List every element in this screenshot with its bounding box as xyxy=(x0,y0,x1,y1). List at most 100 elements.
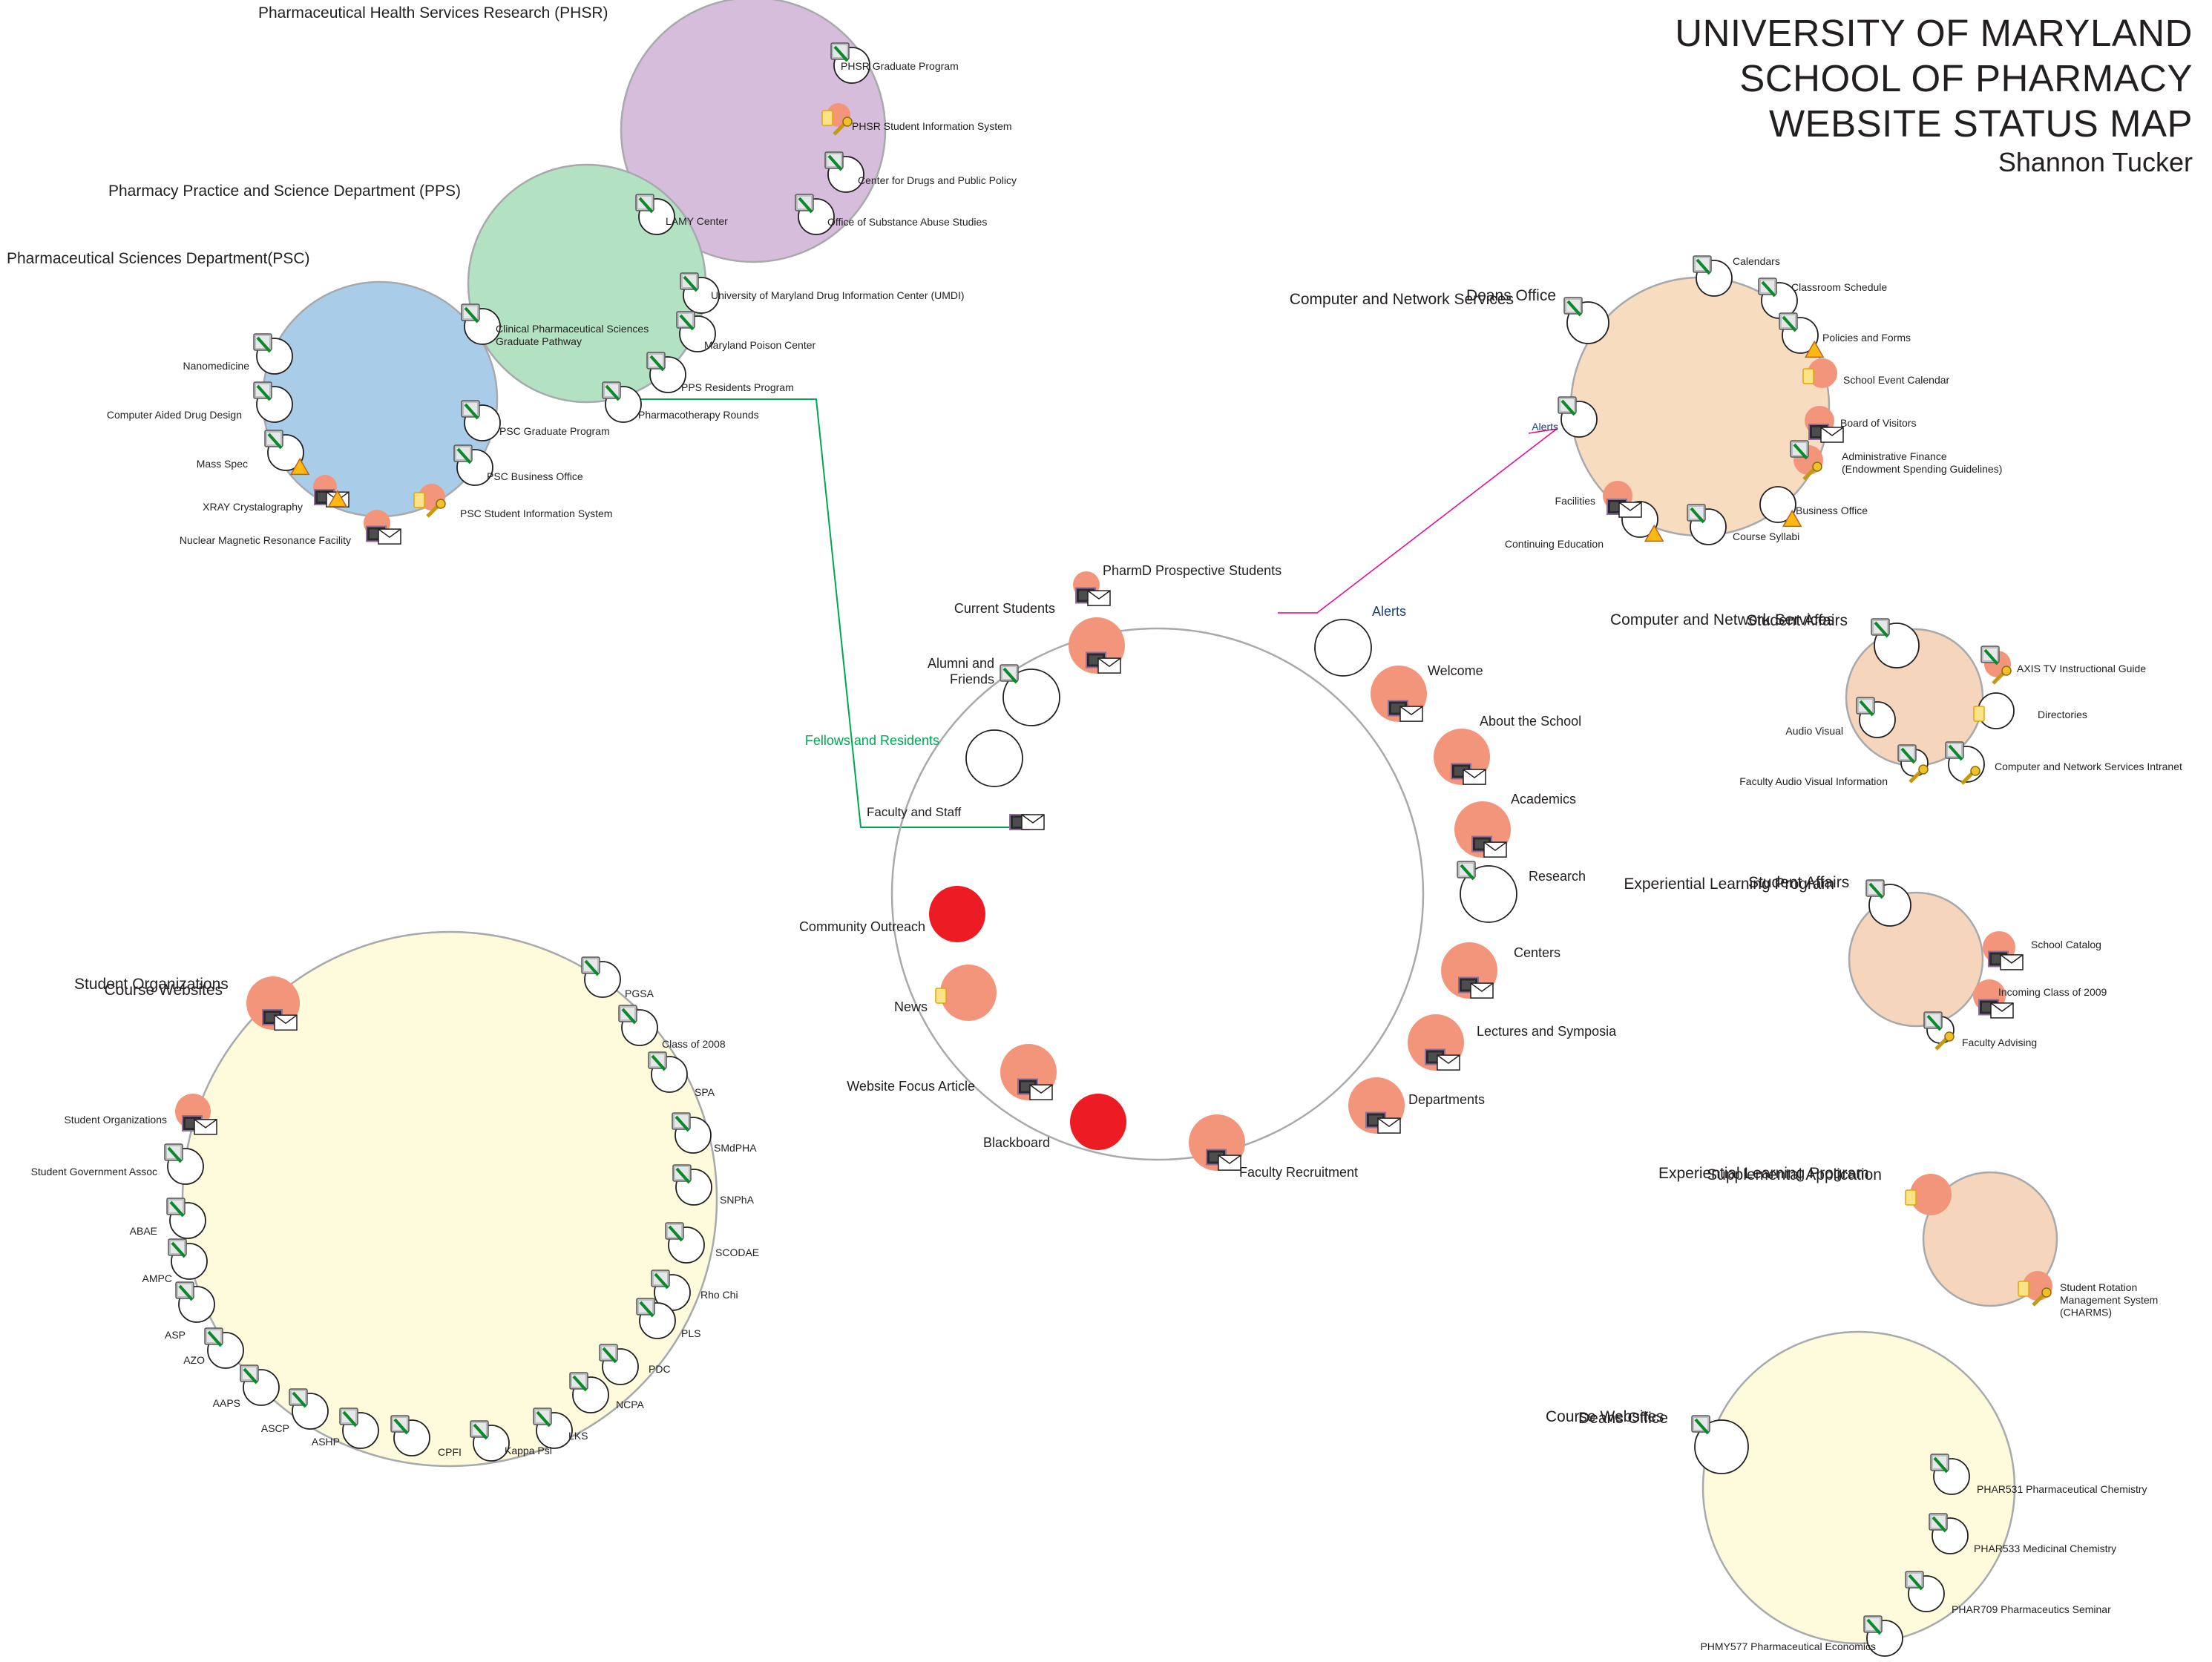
site-node-class-of-2008-43[interactable]: Class of 2008 xyxy=(618,1005,726,1050)
site-node-community-outreach-75[interactable]: Community Outreach xyxy=(799,886,985,942)
site-node-pls-49[interactable]: PLS xyxy=(636,1298,700,1339)
pencil-icon xyxy=(581,956,600,976)
node-label: Research xyxy=(1529,869,1586,884)
site-node-school-catalog-34[interactable]: School Catalog xyxy=(1983,931,2101,970)
site-node-spa-44[interactable]: SPA xyxy=(648,1051,715,1098)
site-node-website-focus-article-77[interactable]: Website Focus Article xyxy=(847,1044,1057,1100)
site-node-policies-and-forms-20[interactable]: Policies and Forms xyxy=(1779,312,1911,358)
site-node-abae-61[interactable]: ABAE xyxy=(130,1198,206,1239)
site-node-snpha-46[interactable]: SNPhA xyxy=(672,1164,755,1206)
connector-layer xyxy=(640,398,1558,828)
site-node-phsr-student-information-system-1[interactable]: PHSR Student Information System xyxy=(821,103,1012,136)
site-node-facilities-27[interactable]: Facilities xyxy=(1555,481,1642,518)
site-node-azo-58[interactable]: AZO xyxy=(183,1327,244,1369)
site-node-school-event-calendar-21[interactable]: School Event Calendar xyxy=(1802,358,1950,388)
site-node-calendars-18[interactable]: Calendars xyxy=(1693,255,1780,297)
site-node-faculty-advising-36[interactable]: Faculty Advising xyxy=(1923,1011,2037,1051)
pencil-icon xyxy=(636,1298,655,1318)
site-node-pgsa-42[interactable]: PGSA xyxy=(581,956,654,999)
site-node-ascp-56[interactable]: ASCP xyxy=(261,1388,329,1434)
site-node-lks-52[interactable]: LKS xyxy=(533,1408,588,1449)
title-line-school: SCHOOL OF PHARMACY xyxy=(1739,57,2193,99)
site-node-phar533-medicinal-chemistry-39[interactable]: PHAR533 Medicinal Chemistry xyxy=(1929,1513,2116,1554)
site-node-computer-and-network-services-66[interactable]: Computer and Network Services xyxy=(1290,291,1609,344)
site-node-computer-and-network-services-intranet-31[interactable]: Computer and Network Services Intranet xyxy=(1945,741,2182,785)
site-node-phmy577-pharmaceutical-economics-41[interactable]: PHMY577 Pharmaceutical Economics xyxy=(1700,1615,1903,1657)
site-node-ampc-60[interactable]: AMPC xyxy=(142,1238,208,1284)
pencil-icon xyxy=(1457,861,1476,881)
site-node-supplemental-application-69[interactable]: Supplemental Application xyxy=(1707,1166,1952,1215)
site-node-psc-student-information-system-17[interactable]: PSC Student Information System xyxy=(413,484,612,519)
site-node-ncpa-51[interactable]: NCPA xyxy=(569,1372,645,1413)
site-node-student-government-assoc-62[interactable]: Student Government Assoc xyxy=(31,1143,204,1185)
site-node-cpfi-54[interactable]: CPFI xyxy=(390,1415,462,1458)
site-node-departments-80[interactable]: Departments xyxy=(1348,1077,1485,1134)
site-node-course-syllabi-25[interactable]: Course Syllabi xyxy=(1687,504,1799,545)
site-node-alerts-28[interactable]: Alerts xyxy=(1532,396,1598,438)
site-node-rho-chi-48[interactable]: Rho Chi xyxy=(651,1270,738,1311)
site-node-phsr-graduate-program-0[interactable]: PHSR Graduate Program xyxy=(830,42,959,84)
site-node-ashp-55[interactable]: ASHP xyxy=(312,1408,379,1449)
site-node-phar709-pharmaceutics-seminar-40[interactable]: PHAR709 Pharmaceutics Seminar xyxy=(1905,1571,2111,1615)
site-node-student-organizations-63[interactable]: Student Organizations xyxy=(64,1094,217,1135)
site-node-psc-business-office-16[interactable]: PSC Business Office xyxy=(453,444,583,486)
site-node-maryland-poison-center-7[interactable]: Maryland Poison Center xyxy=(676,311,816,352)
pencil-icon xyxy=(470,1420,489,1440)
site-node-asp-59[interactable]: ASP xyxy=(165,1281,215,1341)
site-node-faculty-audio-visual-information-32[interactable]: Faculty Audio Visual Information xyxy=(1739,744,1929,787)
node-label: Policies and Forms xyxy=(1822,332,1911,344)
site-node-university-of-maryland-drug-information-center-umdi-5[interactable]: University of Maryland Drug Information … xyxy=(680,272,965,314)
site-node-administrative-finance-endowment-spending-guidelines-23[interactable]: Administrative Finance(Endowment Spendin… xyxy=(1790,440,2002,481)
site-node-fellows-and-residents-73[interactable]: Fellows and Residents xyxy=(805,729,1023,787)
node-label: Website Focus Article xyxy=(847,1079,975,1094)
site-node-computer-aided-drug-design-11[interactable]: Computer Aided Drug Design xyxy=(107,381,293,423)
site-node-course-websites-64[interactable]: Course Websites xyxy=(104,976,300,1031)
site-node-centers-82[interactable]: Centers xyxy=(1441,942,1560,999)
site-node-smdpha-45[interactable]: SMdPHA xyxy=(672,1112,757,1154)
site-node-scodae-47[interactable]: SCODAE xyxy=(665,1222,759,1264)
site-node-xray-crystalography-13[interactable]: XRAY Crystalography xyxy=(203,475,349,513)
site-node-faculty-recruitment-79[interactable]: Faculty Recruitment xyxy=(1189,1114,1358,1180)
site-node-current-students-71[interactable]: Current Students xyxy=(954,601,1125,674)
site-node-lamy-center-4[interactable]: LAMY Center xyxy=(635,194,728,235)
site-node-faculty-and-staff-74[interactable]: Faculty and Staff xyxy=(867,805,1045,830)
pencil-icon xyxy=(164,1143,183,1163)
site-node-experiential-learning-program-68[interactable]: Experiential Learning Program xyxy=(1624,876,1911,927)
site-node-about-the-school-85[interactable]: About the School xyxy=(1434,714,1581,785)
site-node-psc-graduate-program-15[interactable]: PSC Graduate Program xyxy=(461,400,610,441)
site-node-student-affairs-67[interactable]: Student Affairs xyxy=(1747,612,1920,669)
site-node-classroom-schedule-19[interactable]: Classroom Schedule xyxy=(1758,277,1887,319)
site-node-nuclear-magnetic-resonance-facility-14[interactable]: Nuclear Magnetic Resonance Facility xyxy=(180,510,401,546)
site-node-research-83[interactable]: Research xyxy=(1457,861,1586,923)
site-node-alerts-87[interactable]: Alerts xyxy=(1314,604,1406,677)
site-node-phar531-pharmaceutical-chemistry-38[interactable]: PHAR531 Pharmaceutical Chemistry xyxy=(1930,1454,2147,1495)
site-node-academics-84[interactable]: Academics xyxy=(1454,792,1576,858)
site-node-blackboard-78[interactable]: Blackboard xyxy=(983,1094,1126,1150)
site-node-pdc-50[interactable]: PDC xyxy=(599,1344,671,1385)
site-node-pps-residents-program-8[interactable]: PPS Residents Program xyxy=(646,352,794,393)
site-node-audio-visual-33[interactable]: Audio Visual xyxy=(1785,697,1896,738)
site-node-pharmacotherapy-rounds-9[interactable]: Pharmacotherapy Rounds xyxy=(602,381,759,423)
site-node-center-for-drugs-and-public-policy-2[interactable]: Center for Drugs and Public Policy xyxy=(824,151,1017,193)
site-node-pharmd-prospective-students-70[interactable]: PharmD Prospective Students xyxy=(1073,563,1281,606)
site-node-nanomedicine-10[interactable]: Nanomedicine xyxy=(183,333,293,375)
site-node-office-of-substance-abuse-studies-3[interactable]: Office of Substance Abuse Studies xyxy=(795,194,987,235)
site-node-incoming-class-of-2009-35[interactable]: Incoming Class of 2009 xyxy=(1973,979,2107,1019)
site-node-business-office-24[interactable]: Business Office xyxy=(1759,486,1868,528)
site-node-welcome-86[interactable]: Welcome xyxy=(1371,663,1483,722)
site-node-news-76[interactable]: News xyxy=(894,965,997,1021)
site-node-directories-30[interactable]: Directories xyxy=(1973,692,2087,729)
site-node-axis-tv-instructional-guide-29[interactable]: AXIS TV Instructional Guide xyxy=(1980,646,2146,685)
pencil-icon xyxy=(648,1051,667,1071)
site-node-lectures-and-symposia-81[interactable]: Lectures and Symposia xyxy=(1408,1014,1617,1071)
node-label: Facilities xyxy=(1555,495,1595,507)
site-node-board-of-visitors-22[interactable]: Board of Visitors xyxy=(1805,406,1916,443)
site-node-kappa-psi-53[interactable]: Kappa Psi xyxy=(470,1420,552,1462)
site-node-mass-spec-12[interactable]: Mass Spec xyxy=(197,430,310,476)
node-label: Student Affairs xyxy=(1747,612,1848,629)
site-node-deans-office-65[interactable]: Deans Office xyxy=(1578,1410,1749,1474)
site-node-aaps-57[interactable]: AAPS xyxy=(213,1364,280,1409)
